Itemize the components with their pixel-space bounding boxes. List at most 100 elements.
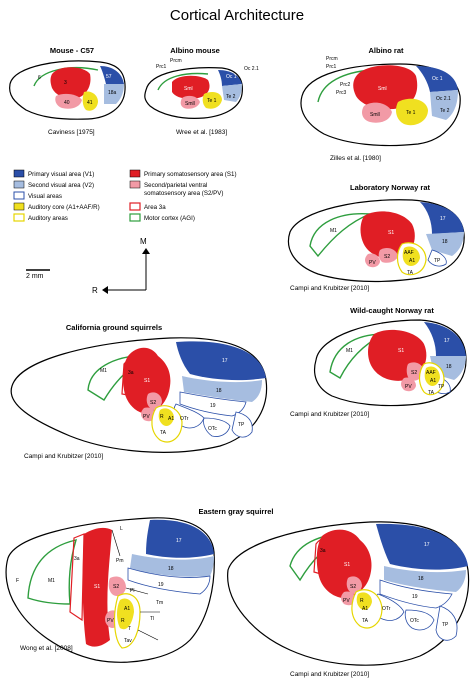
legend-item-v2: Second visual area (V2) (13, 180, 94, 189)
panel-eastern-gray-squirrel-campi: 3a S1 S2 PV R A1 TA 17 18 19 OTr OTc TP … (227, 521, 470, 678)
auditory-core (82, 91, 98, 111)
visual-area-otc (404, 609, 435, 631)
area-label-oc21: Oc 2.1 (436, 96, 451, 102)
panel-heading: Albino mouse (170, 46, 220, 55)
area-label-a1: A1 (409, 258, 415, 264)
area-label-pv: PV (369, 260, 376, 266)
area-label-otc: OTc (208, 426, 217, 432)
area-label-m1: M1 (48, 578, 55, 584)
area-label-19: 19 (412, 594, 418, 600)
panel-laboratory-norway-rat: Laboratory Norway rat M1 S1 S2 PV AAF A1… (287, 183, 465, 292)
area-label-tp: TP (238, 422, 245, 428)
visual-area-outline (427, 249, 447, 267)
auditory-core (396, 98, 428, 126)
area-label-pv: PV (405, 384, 412, 390)
area-label-17: 17 (424, 542, 430, 548)
area-label-tav: Tav (124, 638, 132, 644)
v1-area (376, 523, 468, 570)
area-label-otr: OTr (180, 416, 189, 422)
auditory-core (356, 592, 372, 610)
auditory-core (202, 92, 222, 109)
area-label-oc21: Oc 2.1 (244, 66, 259, 72)
area-label-sml: Sml (184, 86, 193, 92)
v2-area (430, 90, 458, 120)
s1-area (172, 75, 210, 99)
area-label-m1: M1 (100, 368, 107, 374)
s2-area (180, 95, 200, 109)
svg-text:Motor cortex (AGI): Motor cortex (AGI) (144, 215, 195, 222)
v2-area (182, 376, 262, 402)
area-label-17: 17 (444, 338, 450, 344)
pv-area (365, 253, 380, 268)
panel-wild-caught-norway-rat: Wild-caught Norway rat M1 S1 S2 PV AAF A… (290, 306, 467, 418)
area-label-s1: S1 (398, 348, 404, 354)
svg-text:Auditory areas: Auditory areas (28, 215, 68, 222)
v1-area (146, 519, 214, 558)
area-label-tp: TP (434, 258, 441, 264)
area-label-17: 17 (222, 358, 228, 364)
area-label-19: 19 (210, 403, 216, 409)
rostral-label: R (92, 286, 98, 295)
v2-area (384, 566, 466, 592)
auditory-core (424, 366, 440, 386)
svg-text:Second visual area (V2): Second visual area (V2) (28, 182, 94, 189)
area-label-otc: OTc (410, 618, 419, 624)
s2-area (362, 102, 392, 123)
area-label-s2: S2 (350, 584, 356, 590)
visual-area-19 (179, 391, 247, 417)
v2-area (130, 554, 214, 577)
panel-heading: Laboratory Norway rat (350, 183, 431, 192)
pv-area (401, 377, 416, 392)
area-label-pv: PV (343, 598, 350, 604)
panel-mouse-c57: Mouse - C57 6 3 57 18a 40 41 Caviness [1… (9, 46, 126, 136)
area-label-s2: S2 (384, 254, 390, 260)
svg-text:Second/parietal ventral: Second/parietal ventral (144, 182, 207, 189)
area-label-prc1: Prc1 (156, 64, 167, 70)
s2-area (146, 392, 162, 410)
figure-title: Cortical Architecture (170, 7, 304, 24)
visual-area-19 (127, 567, 211, 595)
area-label-s2: S2 (411, 370, 417, 376)
v2-area (104, 84, 124, 104)
panel-citation: Wree et al. [1983] (176, 129, 227, 136)
s1-area (50, 67, 91, 99)
area-label-3a: 3a (128, 370, 134, 376)
area-label-te1: Te 1 (207, 98, 217, 104)
visual-area-otc (203, 417, 231, 437)
panel-eastern-gray-squirrel: Eastern gray squirrel F M1 3a S1 L Pm S2… (5, 507, 274, 663)
area-label-prcm: Prcm (326, 56, 338, 62)
area-label-aaf: AAF (426, 370, 436, 376)
area-label-s2: S2 (113, 584, 119, 590)
scale-bar-label: 2 mm (26, 273, 44, 280)
area-label-te2: Te 2 (440, 108, 450, 114)
s2-area (55, 93, 82, 109)
v2-area (426, 232, 464, 256)
svg-text:Auditory core (A1+AAF/R): Auditory core (A1+AAF/R) (28, 204, 100, 211)
s2-area (346, 576, 362, 594)
panel-heading: Eastern gray squirrel (198, 507, 273, 516)
area-label-pv: PV (143, 414, 150, 420)
panel-california-ground-squirrels: California ground squirrels M1 3a S1 S2 … (10, 323, 268, 460)
legend: Primary visual area (V1) Second visual a… (13, 169, 237, 222)
area-label-6: 6 (38, 75, 41, 81)
area-label-prc2: Prc2 (340, 82, 351, 88)
v1-area (420, 202, 464, 234)
area-label-18: 18 (216, 388, 222, 394)
legend-item-v1: Primary visual area (V1) (13, 169, 94, 178)
v1-area (176, 341, 266, 381)
area-label-r: R (360, 598, 364, 604)
s1-area (82, 527, 112, 647)
area-label-oc1: Oc 1 (226, 74, 237, 80)
svg-text:somatosensory area (S2/PV): somatosensory area (S2/PV) (144, 190, 223, 197)
area-label-tp: TP (438, 384, 445, 390)
panel-citation: Campi and Krubitzer [2010] (290, 671, 369, 678)
svg-text:Primary somatosensory area (S1: Primary somatosensory area (S1) (144, 171, 237, 178)
area-label-pv: PV (107, 618, 114, 624)
svg-text:Visual areas: Visual areas (28, 193, 62, 200)
area-label-ta: TA (362, 618, 369, 624)
area-label-tl: Tl (150, 616, 154, 622)
area-label-r: R (160, 414, 164, 420)
legend-item-s2pv: Second/parietal ventral somatosensory ar… (129, 180, 223, 197)
visual-area-tp (231, 411, 253, 438)
